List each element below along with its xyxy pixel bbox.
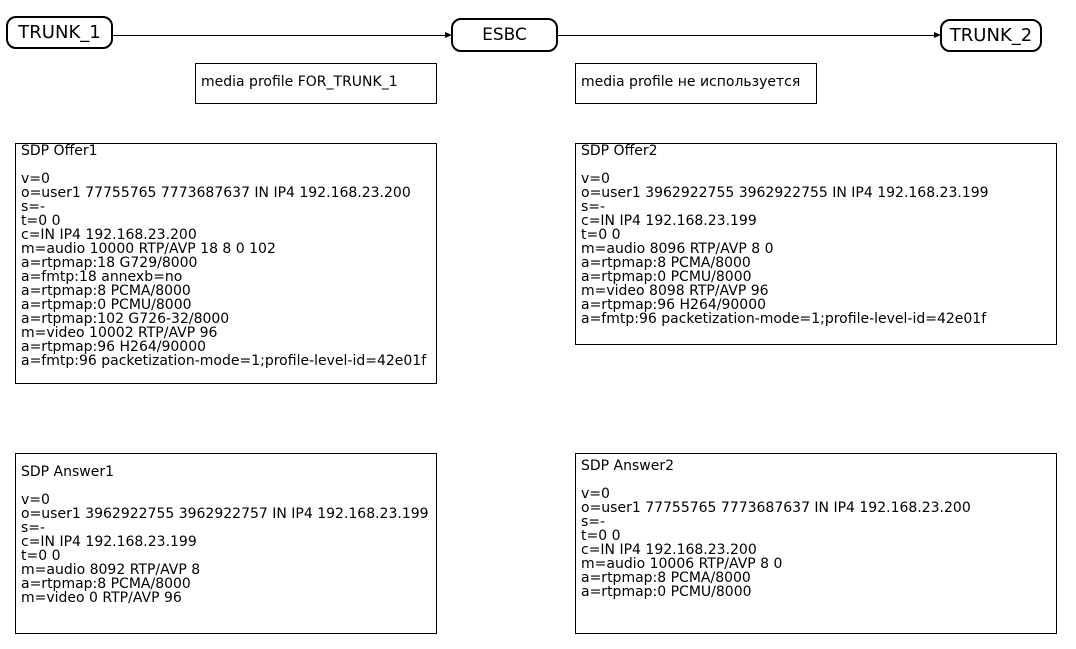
spacer [21,479,436,493]
offer2-line: a=rtpmap:96 H264/90000 [581,297,767,313]
spacer [21,158,436,172]
answer2-line: s=- [581,514,606,530]
offer2-line: c=IN IP4 192.168.23.199 [581,213,757,229]
answer2-line: a=rtpmap:0 PCMU/8000 [581,584,752,600]
arrowhead-trunk1-esbc [445,32,452,38]
offer1-line: c=IN IP4 192.168.23.200 [21,227,197,243]
offer1-line: a=rtpmap:102 G726-32/8000 [21,311,230,327]
answer1-line: c=IN IP4 192.168.23.199 [21,534,197,550]
answer2-line: v=0 [581,486,610,502]
offer2-line: a=rtpmap:8 PCMA/8000 [581,255,751,271]
trunk2-label: TRUNK_2 [949,25,1033,46]
offer1-line: a=rtpmap:0 PCMU/8000 [21,297,192,313]
offer2-line: a=fmtp:96 packetization-mode=1;profile-l… [581,311,987,327]
offer2-line: m=video 8098 RTP/AVP 96 [581,283,769,299]
offer1-line: m=video 10002 RTP/AVP 96 [21,325,218,341]
esbc-label: ESBC [482,25,527,45]
answer1-line: m=video 0 RTP/AVP 96 [21,590,182,606]
esbc-node: ESBC [451,18,558,52]
offer1-line: a=rtpmap:18 G729/8000 [21,255,198,271]
offer1-line: a=fmtp:96 packetization-mode=1;profile-l… [21,353,427,369]
offer2-line: t=0 0 [581,227,621,243]
answer1-line: o=user1 3962922755 3962922757 IN IP4 192… [21,506,429,522]
trunk2-node: TRUNK_2 [940,19,1042,52]
answer1-line: s=- [21,520,46,536]
offer1-line: o=user1 77755765 7773687637 IN IP4 192.1… [21,185,411,201]
answer2-line: t=0 0 [581,528,621,544]
media-profile-left: media profile FOR_TRUNK_1 [195,63,437,104]
offer1-line: m=audio 10000 RTP/AVP 18 8 0 102 [21,241,276,257]
offer1-title: SDP Offer1 [21,143,98,159]
answer2-line: c=IN IP4 192.168.23.200 [581,542,757,558]
trunk1-node: TRUNK_1 [6,16,113,49]
offer1-line: a=rtpmap:96 H264/90000 [21,339,207,355]
answer1-line: m=audio 8092 RTP/AVP 8 [21,562,201,578]
offer2-line: m=audio 8096 RTP/AVP 8 0 [581,241,774,257]
answer2-line: a=rtpmap:8 PCMA/8000 [581,570,751,586]
answer1-title: SDP Answer1 [21,464,115,480]
offer1-line: a=fmtp:18 annexb=no [21,269,183,285]
offer2-line: a=rtpmap:0 PCMU/8000 [581,269,752,285]
offer2-title: SDP Offer2 [581,143,658,159]
media-profile-right: media profile не используется [575,63,817,104]
offer2-line: s=- [581,199,606,215]
offer1-line: a=rtpmap:8 PCMA/8000 [21,283,191,299]
arrow-esbc-trunk2 [558,34,934,36]
trunk1-label: TRUNK_1 [18,22,101,43]
spacer [581,158,1056,172]
answer1-line: t=0 0 [21,548,61,564]
answer1-line: v=0 [21,492,50,508]
offer1-line: t=0 0 [21,213,61,229]
offer1-line: v=0 [21,171,50,187]
answer2-line: o=user1 77755765 7773687637 IN IP4 192.1… [581,500,971,516]
offer2-line: v=0 [581,171,610,187]
offer1-line: s=- [21,199,46,215]
answer2-title: SDP Answer2 [581,458,675,474]
arrowhead-esbc-trunk2 [934,32,941,38]
answer1-line: a=rtpmap:8 PCMA/8000 [21,576,191,592]
arrow-trunk1-esbc [113,34,445,36]
answer2-line: m=audio 10006 RTP/AVP 8 0 [581,556,783,572]
offer2-line: o=user1 3962922755 3962922755 IN IP4 192… [581,185,989,201]
spacer [581,473,1056,487]
